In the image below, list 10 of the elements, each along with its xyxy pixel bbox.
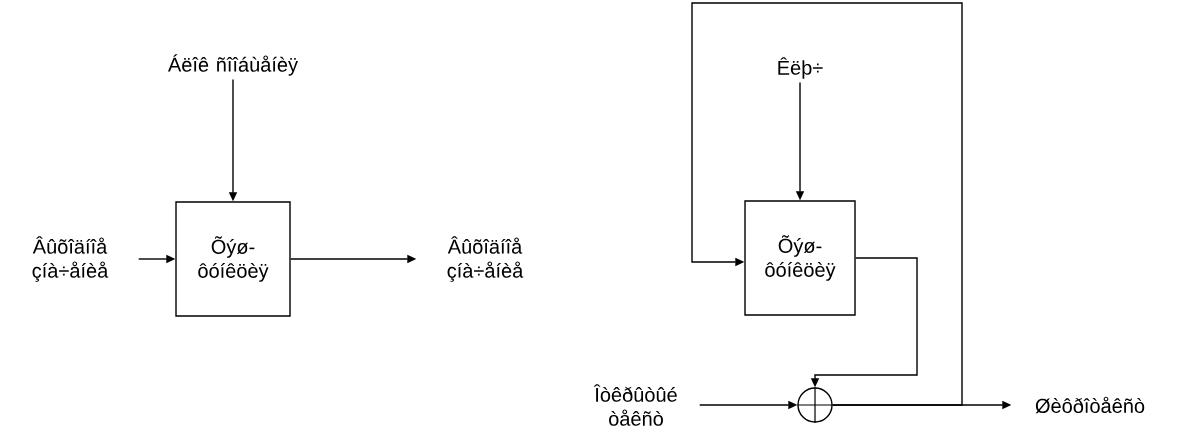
signal-label: Îòêðûòûé òåêñò	[593, 384, 677, 426]
signal-label: Âûõîäíîå çíà÷åíèå	[447, 236, 524, 282]
signal-label: Âûõîäíîå çíà÷åíèå	[32, 236, 109, 282]
process-box: Õýø-ôóíêöèÿ	[744, 200, 856, 316]
signal-label: Êëþ÷	[778, 57, 823, 79]
process-box: Õýø-ôóíêöèÿ	[175, 201, 291, 317]
xor-symbol	[796, 386, 834, 424]
signal-label: Áëîê ñîîáùåíèÿ	[168, 54, 298, 76]
arrow	[691, 2, 963, 406]
signal-label: Øèôðîòåêñò	[1035, 396, 1145, 414]
